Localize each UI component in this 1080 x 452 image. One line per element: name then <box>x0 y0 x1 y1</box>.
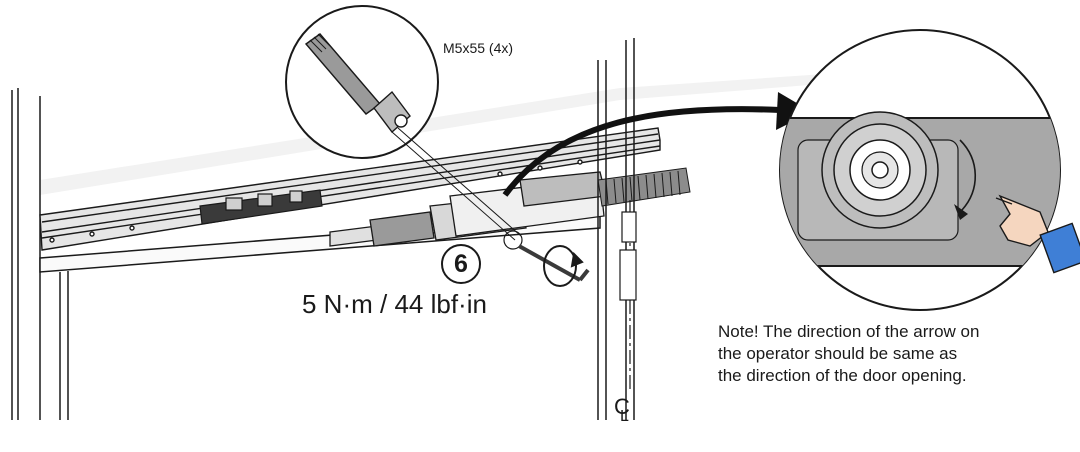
drive-assembly <box>329 171 607 247</box>
torque-spec: 5 N·m / 44 lbf·in <box>302 289 487 319</box>
note-line: Note! The direction of the arrow on <box>718 322 980 341</box>
centerline-symbol: C L <box>614 394 630 426</box>
note-line: the operator should be same as <box>718 344 958 363</box>
centerline-l: L <box>620 408 629 425</box>
centerline-c: C <box>614 394 630 419</box>
screw-size-label: M5x55 (4x) <box>443 40 514 56</box>
rotation-arrow-icon <box>543 245 584 287</box>
screw-icon <box>304 33 411 134</box>
closing-spring <box>597 167 691 207</box>
screw-callout <box>285 5 522 241</box>
bracket <box>619 211 637 301</box>
pointing-hand-icon <box>995 194 1080 274</box>
note-line: the direction of the door opening. <box>718 366 967 385</box>
detail-callout <box>779 29 1080 311</box>
step-number-badge: 6 <box>441 244 481 284</box>
control-unit <box>199 189 323 225</box>
hex-key-icon <box>503 230 590 282</box>
note-text: Note! The direction of the arrow on the … <box>718 321 1078 387</box>
left-frame <box>11 88 41 420</box>
header-rail <box>39 127 661 251</box>
